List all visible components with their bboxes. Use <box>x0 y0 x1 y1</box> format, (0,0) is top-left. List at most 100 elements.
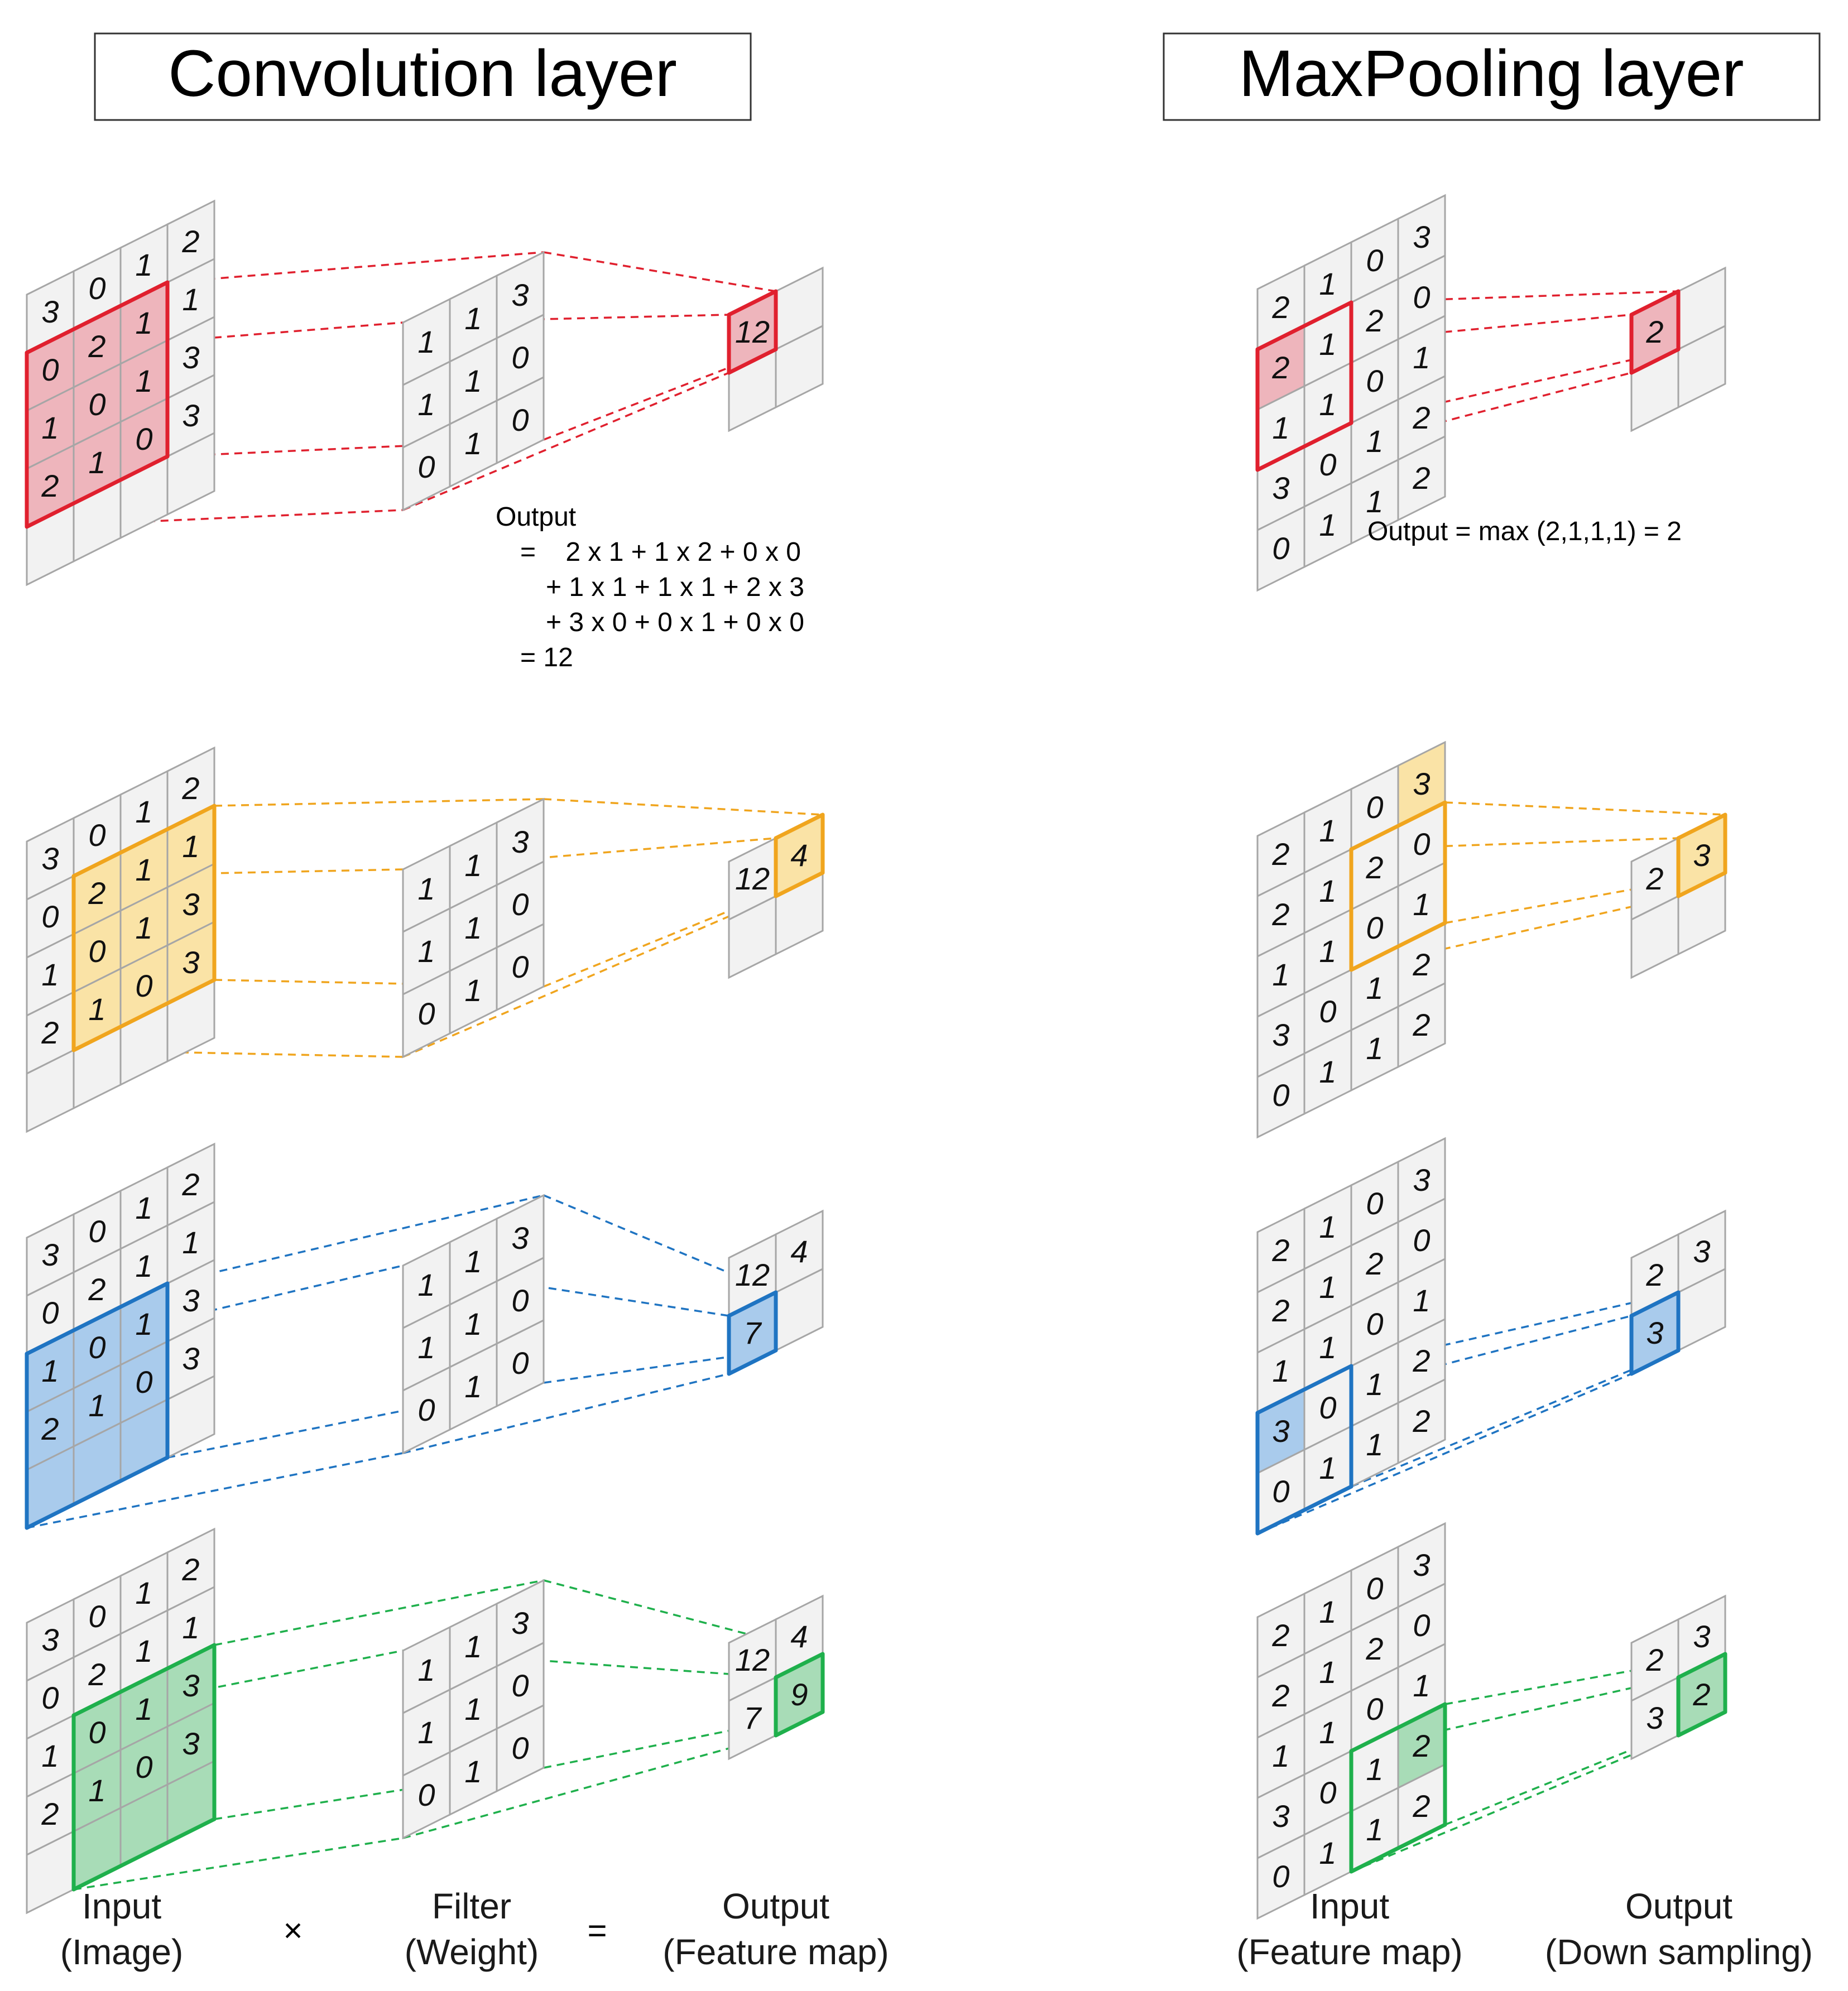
cell-value: 1 <box>1366 424 1383 459</box>
pool-output-sublabel: (Down sampling) <box>1545 1932 1813 1972</box>
cell-value: 2 <box>41 468 59 503</box>
grid-cell <box>496 1704 545 1793</box>
cell-value: 1 <box>1366 1752 1383 1787</box>
cell-value: 2 <box>1412 947 1430 982</box>
conv-output-cell-1 <box>727 289 778 375</box>
conv-connector-a-4 <box>214 1767 544 1820</box>
pool-connector-4 <box>1444 1711 1726 1826</box>
conv-input-window-4 <box>71 1643 217 1892</box>
cell-value: 0 <box>1413 280 1430 315</box>
cell-value: 1 <box>1319 1330 1336 1365</box>
cell-value: 1 <box>1319 1450 1336 1485</box>
cell-value: 1 <box>41 1353 59 1388</box>
cell-value: 1 <box>41 410 59 445</box>
conv-output-cell-3 <box>727 1290 778 1376</box>
cell-value: 0 <box>1366 1571 1383 1606</box>
cell-value: 1 <box>417 871 435 906</box>
cell-value: 1 <box>182 829 199 864</box>
cell-value: 2 <box>1645 314 1663 349</box>
cell-value: 2 <box>1412 1403 1430 1439</box>
cell-value: 3 <box>41 294 59 329</box>
cell-value: 2 <box>1271 897 1289 932</box>
cell-value: 3 <box>182 1726 199 1761</box>
cell-value: 2 <box>1365 303 1383 338</box>
cell-value: 1 <box>1366 1427 1383 1462</box>
cell-value: 2 <box>88 1272 105 1307</box>
cell-value: 0 <box>1413 826 1430 862</box>
cell-value: 0 <box>1319 994 1336 1029</box>
cell-value: 1 <box>417 1267 435 1302</box>
cell-value: 1 <box>135 1190 152 1225</box>
cell-value: 1 <box>41 957 59 992</box>
conv-connector-b-2 <box>543 798 823 816</box>
cell-value: 3 <box>41 1622 59 1657</box>
cell-value: 1 <box>464 1306 482 1341</box>
pool-output-label: Output <box>1625 1886 1732 1926</box>
cell-value: 2 <box>181 771 199 806</box>
times-sign: × <box>283 1912 303 1949</box>
cell-value: 1 <box>1366 1367 1383 1402</box>
cell-value: 7 <box>743 1315 762 1350</box>
cell-value: 1 <box>464 1754 482 1789</box>
conv-input-window-3 <box>25 1281 170 1530</box>
cell-value: 1 <box>182 1610 199 1645</box>
conv-connector-b-2 <box>402 895 776 1058</box>
cell-value: 0 <box>41 899 59 934</box>
cell-value: 2 <box>1271 836 1289 872</box>
cell-value: 1 <box>1319 507 1336 542</box>
cell-value: 1 <box>417 934 435 969</box>
cell-value: 0 <box>88 1715 105 1750</box>
cell-value: 1 <box>1319 1835 1336 1870</box>
connector-layer <box>26 251 1726 1891</box>
cell-value: 0 <box>135 421 152 456</box>
cell-value: 3 <box>1646 1700 1663 1735</box>
cell-value: 0 <box>1366 1306 1383 1341</box>
cell-value: 0 <box>1366 910 1383 945</box>
cell-value: 1 <box>182 1225 199 1260</box>
cell-value: 3 <box>1693 838 1710 873</box>
pool-input-window-3 <box>1255 1364 1353 1536</box>
cell-value: 1 <box>1413 887 1430 922</box>
conv-connector-a-4 <box>73 1837 404 1891</box>
cell-value: 3 <box>511 277 529 312</box>
filter-label: Filter <box>432 1886 511 1926</box>
grid-cell <box>496 1319 545 1408</box>
cell-value: 2 <box>1692 1677 1710 1712</box>
cell-value: 1 <box>1319 813 1336 848</box>
cell-value: 3 <box>1413 1162 1430 1198</box>
pool-output-cell-3 <box>1629 1290 1681 1376</box>
conv-input-sublabel: (Image) <box>60 1932 184 1972</box>
cell-value: 2 <box>88 1657 105 1692</box>
grid-cell <box>1677 324 1726 409</box>
cell-value: 4 <box>790 838 808 873</box>
cell-value: 1 <box>88 1773 105 1808</box>
cell-value: 2 <box>181 224 199 259</box>
conv-connector-a-4 <box>214 1579 544 1646</box>
conv-formula: Output = 2 x 1 + 1 x 2 + 0 x 0 + 1 x 1 +… <box>496 502 804 672</box>
cell-value: 0 <box>1366 790 1383 825</box>
cell-value: 4 <box>790 1234 808 1269</box>
cell-value: 1 <box>41 1738 59 1773</box>
pool-connector-2 <box>1444 872 1726 924</box>
cell-value: 1 <box>135 1575 152 1610</box>
cell-value: 0 <box>511 1345 529 1381</box>
cell-value: 0 <box>511 402 529 437</box>
cell-value: 1 <box>1319 1054 1336 1089</box>
pool-input-label: Input <box>1310 1886 1390 1926</box>
convolution-title-text: Convolution layer <box>168 37 677 110</box>
conv-connector-a-2 <box>214 798 544 807</box>
cell-value: 1 <box>1319 1594 1336 1629</box>
cell-value: 2 <box>1412 1728 1430 1763</box>
maxpooling-title: MaxPooling layer <box>1163 32 1821 121</box>
cell-value: 2 <box>88 876 105 911</box>
grid-cell <box>775 324 824 409</box>
grid-cell <box>1397 1378 1446 1465</box>
pool-input-sublabel: (Feature map) <box>1236 1932 1462 1972</box>
conv-connector-a-1 <box>167 251 544 283</box>
